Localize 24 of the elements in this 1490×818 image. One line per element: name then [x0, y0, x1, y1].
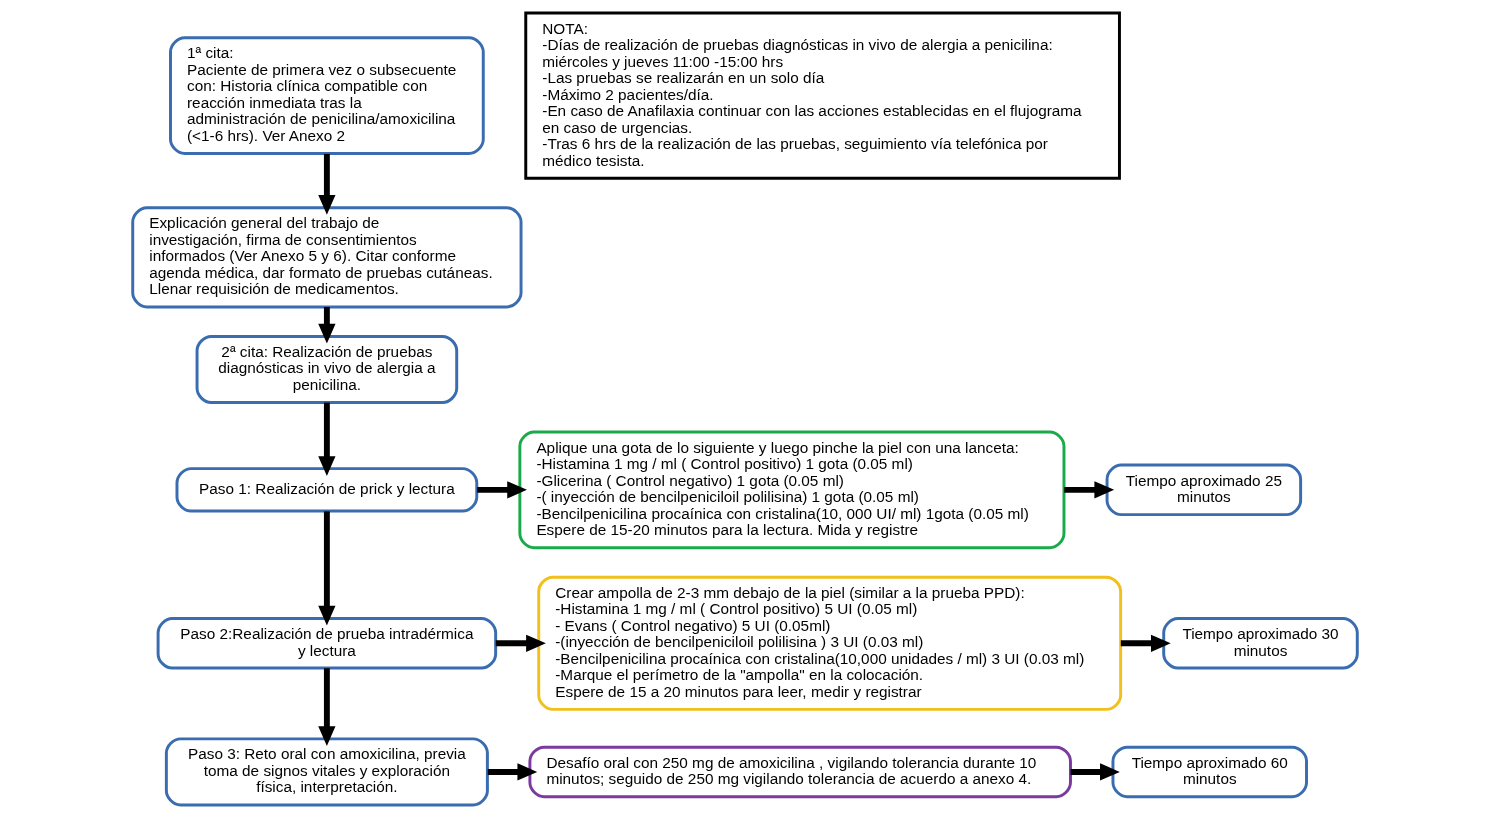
arrow — [1120, 634, 1171, 652]
arrow — [318, 511, 336, 626]
node-box: NOTA: -Días de realización de pruebas diagnósticas in vivo de alergia a penicilina: miércoles y jueves 11:00 -15:00 hrs -Las pruebas se realizarán en un solo día -Máximo 2 pacientes/día. -En caso de Anafilaxia continuar con las acciones establecidas en el flujograma en caso de urgencias. -Tras 6 hrs de la realización de las pruebas, seguimiento vía telefónica por médico tesista. — [524, 11, 1121, 180]
node-box: Paso 2:Realización de prueba intradérmica y lectura — [156, 617, 498, 670]
node-box: 1ª cita: Paciente de primera vez o subsecuente con: Historia clínica compatible con reacción inmediata tras la administración de penicilina/amoxicilina (<1-6 hrs). Ver Anexo 2 — [169, 36, 485, 155]
arrow — [477, 481, 527, 499]
node-box: Paso 1: Realización de prick y lectura — [175, 467, 479, 513]
arrow — [318, 668, 336, 746]
arrow — [318, 307, 336, 344]
node-box: 2ª cita: Realización de pruebas diagnósticas in vivo de alergia a penicilina. — [195, 334, 459, 404]
node-box: Paso 3: Reto oral con amoxicilina, previa toma de signos vitales y exploración física, interpretación. — [164, 737, 489, 807]
arrow — [487, 763, 538, 781]
arrow — [1064, 481, 1115, 499]
arrow — [318, 153, 336, 215]
node-box: Tiempo aproximado 60 minutos — [1111, 745, 1308, 799]
node-box: Explicación general del trabajo de investigación, firma de consentimientos informados (Ver Anexo 5 y 6). Citar conforme agenda médica, dar formato de pruebas cutáneas. Llenar requisición de medicamentos. — [131, 206, 523, 309]
node-box: Crear ampolla de 2-3 mm debajo de la piel (similar a la prueba PPD): -Histamina 1 mg / ml ( Control positivo) 5 UI (0.05 ml) - Evans ( Control negativo) 5 UI (0.05ml) -(inyección de bencilpeniciloil polilisina ) 3 UI (0.03 ml) -Bencilpenicilina procaínica con cristalina(10,000 unidades / ml) 3 UI (0.03 ml) -Marque el perímetro de la "ampolla" en la colocación. Espere de 15 a 20 minutos para leer, medir y registrar — [537, 575, 1123, 711]
node-box: Aplique una gota de lo siguiente y luego pinche la piel con una lanceta: -Histamina 1 mg / ml ( Control positivo) 1 gota (0.05 ml) -Glicerina ( Control negativo) 1 gota (0.05 ml) -( inyección de bencilpeniciloil polilisina) 1 gota (0.05 ml) -Bencilpenicilina procaínica con cristalina(10, 000 UI/ ml) 1gota (0.05 ml) Espere de 15-20 minutos para la lectura. Mida y registre — [518, 430, 1066, 550]
arrow — [318, 402, 336, 476]
node-box: Desafío oral con 250 mg de amoxicilina , vigilando tolerancia durante 10 minutos; seguido de 250 mg vigilando tolerancia de acuerdo a anexo 4. — [528, 745, 1072, 799]
arrow — [495, 634, 546, 652]
node-box: Tiempo aproximado 30 minutos — [1162, 617, 1359, 670]
arrow — [1070, 763, 1120, 781]
node-box: Tiempo aproximado 25 minutos — [1105, 463, 1303, 517]
